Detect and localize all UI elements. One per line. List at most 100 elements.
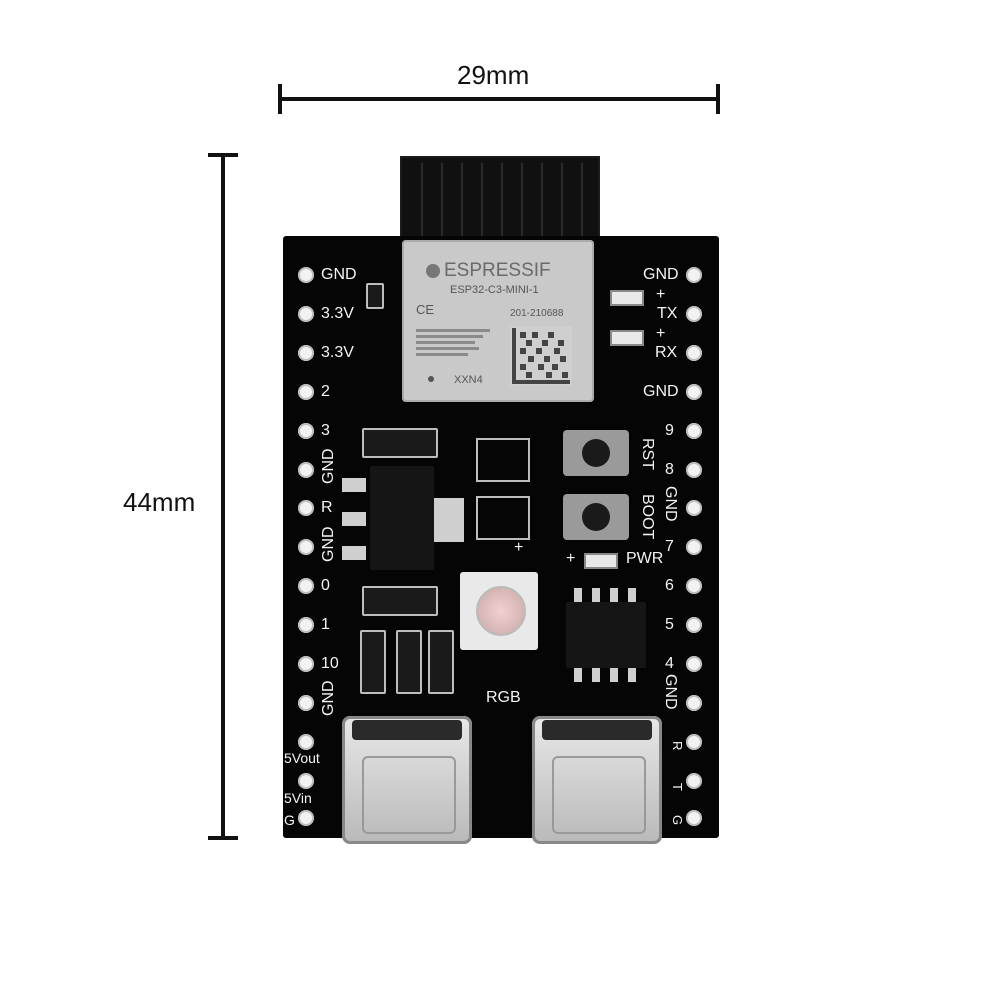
chip-pin [574, 668, 582, 682]
esp32-module: ESPRESSIF ESP32-C3-MINI-1 CE 201-210688 … [402, 240, 594, 402]
rst-button [563, 430, 629, 476]
right-pin-label: 9 [665, 422, 674, 439]
regulator-pin [342, 478, 366, 492]
right-pin-label: G [670, 815, 685, 826]
width-dimension-label: 29mm [457, 60, 530, 90]
regulator-pin [342, 512, 366, 526]
left-pin-label: 5Vout [284, 750, 320, 766]
left-pin-pad [298, 617, 314, 633]
chip-pin [610, 668, 618, 682]
right-pin-label: GND [643, 383, 679, 400]
left-pin-pad [298, 500, 314, 516]
right-pin-pad [686, 695, 702, 711]
pwr-led [584, 553, 618, 569]
chip-pin [628, 588, 636, 602]
right-pin-pad [686, 306, 702, 322]
height-dimension-line [221, 155, 225, 839]
left-pin-label: 0 [321, 577, 330, 594]
chip-pin [592, 588, 600, 602]
resistor [428, 630, 454, 694]
rgb-led [460, 572, 538, 650]
module-model: ESP32-C3-MINI-1 [450, 284, 539, 296]
right-pin-pad [686, 539, 702, 555]
left-pin-label: 10 [321, 655, 339, 672]
left-pin-pad [298, 267, 314, 283]
regulator-tab [434, 498, 464, 542]
right-pin-label: 6 [665, 577, 674, 594]
module-dot-marker [428, 376, 434, 382]
left-pin-pad [298, 462, 314, 478]
left-pin-pad [298, 734, 314, 750]
right-pin-pad [686, 810, 702, 826]
left-pin-label: 1 [321, 616, 330, 633]
tx-led [610, 290, 644, 306]
boot-button-cap [582, 503, 610, 531]
module-lot: XXN4 [454, 374, 483, 386]
usb-c-opening [352, 720, 462, 740]
right-pin-label: 5 [665, 616, 674, 633]
right-pin-label: GND [662, 674, 679, 710]
left-pin-label: GND [320, 680, 337, 716]
left-pin-pad [298, 773, 314, 789]
chip-pin [574, 588, 582, 602]
right-pin-pad [686, 423, 702, 439]
module-cert-id: 201-210688 [510, 308, 564, 319]
usb-c-connector-right [532, 716, 662, 844]
left-pin-pad [298, 306, 314, 322]
rst-button-cap [582, 439, 610, 467]
regulator-pin [342, 546, 366, 560]
diode [362, 586, 438, 616]
usb-c-connector-left [342, 716, 472, 844]
chip-pin [592, 668, 600, 682]
datamatrix-code-icon [510, 326, 572, 391]
ce-mark: CE [416, 302, 435, 317]
usb-c-opening [542, 720, 652, 740]
rgb-label: RGB [486, 689, 521, 706]
transistor [476, 438, 530, 482]
right-pin-pad [686, 734, 702, 750]
rst-label: RST [639, 438, 656, 470]
left-pin-label: 3.3V [321, 344, 354, 361]
left-pin-pad [298, 810, 314, 826]
height-dimension-bottom-tick [208, 836, 238, 840]
left-pin-label: GND [320, 448, 337, 484]
right-pin-label: 7 [665, 538, 674, 555]
right-pin-label: 8 [665, 461, 674, 478]
right-pin-label: GND [662, 486, 679, 522]
right-pin-label: 4 [665, 655, 674, 672]
espressif-logo-icon [426, 264, 440, 278]
left-pin-label: GND [320, 526, 337, 562]
left-pin-label: 3 [321, 422, 330, 439]
right-pin-pad [686, 345, 702, 361]
resistor [396, 630, 422, 694]
rgb-led-plus: + [514, 539, 524, 556]
right-pin-pad [686, 500, 702, 516]
tx-led-plus: + [656, 286, 666, 303]
left-pin-label: GND [321, 266, 357, 283]
chip-pin [610, 588, 618, 602]
module-fine-print [416, 326, 490, 359]
right-pin-pad [686, 773, 702, 789]
right-pin-label: GND [643, 266, 679, 283]
left-pin-pad [298, 656, 314, 672]
boot-button [563, 494, 629, 540]
left-pin-pad [298, 695, 314, 711]
capacitor [366, 283, 384, 309]
right-pin-label: TX [657, 305, 678, 322]
right-pin-label: R [670, 741, 685, 751]
left-pin-pad [298, 423, 314, 439]
left-pin-label: 2 [321, 383, 330, 400]
rx-led [610, 330, 644, 346]
resistor [360, 630, 386, 694]
diode [362, 428, 438, 458]
pwr-label: PWR [626, 550, 664, 567]
pcb-antenna [400, 156, 600, 250]
width-dimension-line [280, 97, 718, 101]
height-dimension-top-tick [208, 153, 238, 157]
left-pin-label: G [284, 812, 295, 828]
right-pin-pad [686, 656, 702, 672]
right-pin-pad [686, 462, 702, 478]
width-dimension-right-tick [716, 84, 720, 114]
right-pin-pad [686, 578, 702, 594]
usb-c-shell-seam [362, 756, 456, 834]
